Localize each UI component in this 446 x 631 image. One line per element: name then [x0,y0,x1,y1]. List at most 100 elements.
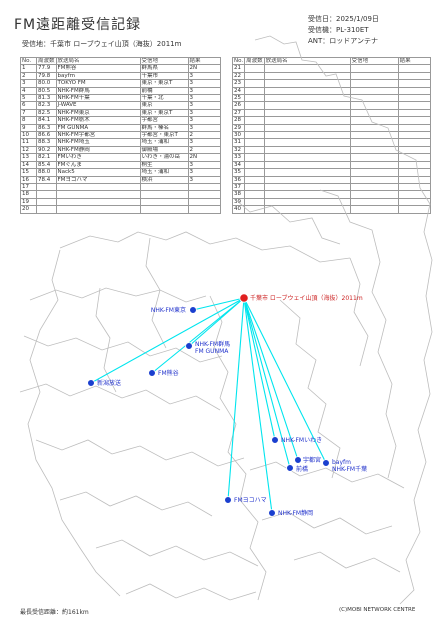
cell-no: 23 [231,79,246,88]
cell-no: 29 [231,123,246,133]
receiver-markers: NHK-FM東京 NHK-FM群馬 FM GUNMA FM熊谷 新潟放送 NHK… [87,306,367,517]
receiver-label: NHK-FM東京 [151,306,186,314]
receiver-nhk-iwaki: NHK-FMいわき [271,436,322,444]
receiver-label: FM GUNMA [195,348,229,355]
receiver-niigata: 新潟放送 [87,379,121,387]
table-row: 34 [231,160,431,170]
receiver-bayfm: bayfm NHK-FM千葉 [322,459,367,473]
cell-no: 13 [20,153,37,162]
receiver-label: FMヨコハマ [234,497,267,504]
receiver-marker [286,464,294,472]
cell-no: 15 [20,168,37,177]
reception-line [227,297,245,501]
transmitter-site: 千葉市 ローブウェイ山頂（海抜）2011m [239,293,363,303]
copyright: (C)MOBI NETWORK CENTRE [339,607,416,613]
cell-no: 40 [231,205,246,214]
cell-no: 33 [231,153,246,162]
col-no: No. [231,56,246,66]
receiver-fm-yokohama: FMヨコハマ [224,496,267,504]
reception-line [243,297,273,514]
cell-no: 31 [231,138,246,147]
cell-no: 37 [231,182,246,192]
cell-no: 38 [231,190,246,199]
cell-no: 26 [231,101,246,110]
cell-no: 19 [20,197,37,207]
reception-line [243,297,299,461]
reception-line [243,297,327,464]
receiver-label: NHK-FM千葉 [332,465,367,473]
cell-no: 17 [20,182,37,192]
cell-result [187,205,221,214]
reception-line [151,297,245,374]
reception-line [243,297,276,441]
cell-no: 20 [20,205,37,214]
cell-no: 10 [20,131,37,140]
receiver-marker [189,306,197,314]
transmitter-label: 千葉市 ローブウェイ山頂（海抜）2011m [250,294,363,302]
page-title: FM遠距離受信記録 [14,17,142,33]
receiver-label: bayfm [332,459,351,466]
receiver-utsunomiya: 宇都宮 [294,456,321,464]
cell-no: 11 [20,138,37,147]
receive-date: 受信日：2025/1/09日 [308,15,379,23]
reception-line [90,297,245,384]
cell-no: 34 [231,160,246,170]
table-row: 36 [231,175,431,184]
receiver-nhk-gunma: NHK-FM群馬 FM GUNMA [185,340,230,355]
cell-no: 27 [231,108,246,118]
receiver-marker [322,459,330,467]
antenna-type: ANT：ロッドアンテナ [308,37,379,45]
receiver-model: 受信機：PL-310ET [308,26,369,34]
receiver-marker [294,456,302,464]
max-distance: 最長受信距離：約161km [20,609,89,616]
receiver-maebashi: 前橋 [286,464,308,473]
receiver-marker [185,342,193,350]
receiver-fm-kumagaya: FM熊谷 [148,369,179,377]
cell-no: 14 [20,160,37,170]
receiver-label: 宇都宮 [303,456,321,464]
receiver-nhk-tokyo: NHK-FM東京 [151,306,197,314]
cell-no: 24 [231,86,246,96]
cell-no: 22 [231,71,246,81]
cell-no: 35 [231,168,246,177]
cell-no: 12 [20,145,37,155]
cell-no: 36 [231,175,246,184]
receiver-label: NHK-FM群馬 [195,340,230,348]
reception-line [243,297,291,469]
cell-no: 21 [231,64,246,73]
cell-no: 16 [20,175,37,184]
receiver-label: FM熊谷 [158,369,179,377]
receive-location: 受信地：千葉市 ローブウェイ山頂（海抜）2011m [22,40,182,48]
receive-info: 受信日：2025/1/09日 受信機：PL-310ET ANT：ロッドアンテナ [308,14,379,47]
table-header-row: No. 周波数 放送局名 受信地 結果 [20,56,221,66]
table-row: 20 [20,205,221,214]
table-row: 33 [231,153,431,162]
cell-no: 28 [231,116,246,125]
receiver-marker [271,436,279,444]
transmitter-marker [239,293,249,303]
table-row: 40 [231,205,431,214]
cell-no: 32 [231,145,246,155]
receiver-label: NHK-FM静岡 [278,509,313,517]
cell-no: 18 [20,190,37,199]
cell-result [397,205,431,214]
receiver-marker [224,496,232,504]
cell-no: 25 [231,94,246,103]
receiver-label: 前橋 [296,465,308,473]
receiver-marker [268,509,276,517]
prefecture-borders [19,35,433,605]
cell-no: 30 [231,131,246,140]
reception-lines [90,297,327,514]
receiver-marker [87,379,95,387]
receiver-label: 新潟放送 [97,379,121,387]
receiver-marker [148,369,156,377]
